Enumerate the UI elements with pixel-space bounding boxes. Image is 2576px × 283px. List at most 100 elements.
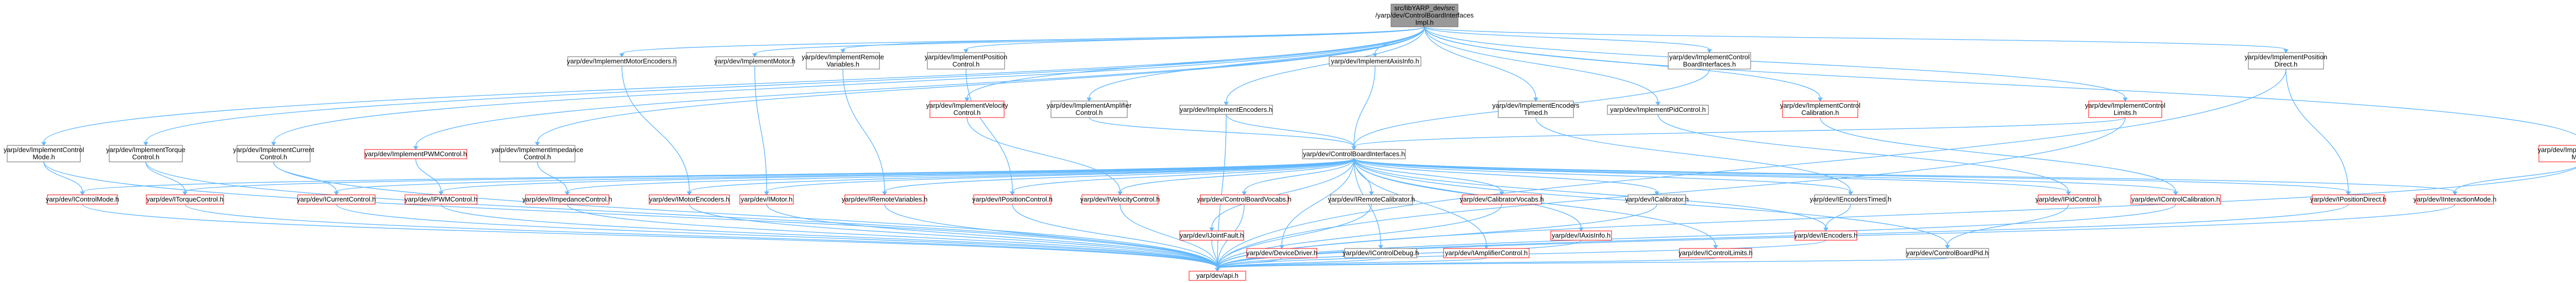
node-label-line: yarp/dev/ITorqueControl.h — [146, 195, 224, 203]
edge-arrowhead — [1351, 146, 1357, 150]
node-yarp-dev-implementpwmcontrol-h[interactable]: yarp/dev/ImplementPWMControl.h — [364, 149, 467, 159]
edge-n9-to-a9 — [965, 69, 1013, 192]
node-yarp-dev-icalibrator-h[interactable]: yarp/dev/ICalibrator.h — [1625, 194, 1689, 205]
node-yarp-dev-icontroldebug-h[interactable]: yarp/dev/IControlDebug.h — [1343, 248, 1419, 258]
node-yarp-dev-icontrollimits-h[interactable]: yarp/dev/IControlLimits.h — [1679, 248, 1753, 258]
edge-arrowhead — [764, 191, 769, 195]
edge-hub-to-a7 — [766, 158, 1354, 192]
node-box — [1550, 230, 1612, 241]
edge-root-to-n3 — [273, 26, 1425, 143]
node-box — [1906, 248, 1989, 258]
node-label-line: yarp/dev/ImplementEncoders.h — [1180, 106, 1273, 113]
node-box — [1189, 271, 1246, 281]
edge-a4-to-api — [440, 204, 1218, 269]
node-label-line: Direct.h — [2275, 60, 2298, 68]
node-yarp-dev-devicedriver-h[interactable]: yarp/dev/DeviceDriver.h — [1246, 248, 1317, 258]
node-yarp-dev-implementinteractionmode-h[interactable]: yarp/dev/ImplementInteractionMode.h — [2538, 145, 2576, 162]
node-yarp-dev-controlboardpid-h[interactable]: yarp/dev/ControlBoardPid.h — [1906, 248, 1989, 258]
edge-arrowhead — [1655, 102, 1660, 106]
node-yarp-dev-iencoderstimed-h[interactable]: yarp/dev/IEncodersTimed.h — [1810, 194, 1891, 205]
edge-n4-to-a4 — [415, 158, 442, 192]
graph-edges — [41, 26, 2576, 272]
node-yarp-dev-implementcontrolboardinterfaces-h[interactable]: yarp/dev/ImplementControlBoardInterfaces… — [1668, 52, 1751, 70]
edge-b3-to-api — [1217, 257, 1381, 269]
graph-nodes: src/libYARP_dev/src/yarp/dev/ControlBoar… — [4, 4, 2576, 281]
edge-a2-to-api — [184, 204, 1218, 269]
node-box — [499, 145, 575, 162]
node-box — [1330, 194, 1413, 205]
node-yarp-dev-iremotevariables-h[interactable]: yarp/dev/IRemoteVariables.h — [842, 194, 928, 205]
node-label-line: yarp/dev/ControlBoardInterfaces.h — [1303, 150, 1405, 158]
node-yarp-dev-ijointfault-h[interactable]: yarp/dev/IJointFault.h — [1179, 230, 1244, 241]
node-yarp-dev-calibratorvocabs-h[interactable]: yarp/dev/CalibratorVocabs.h — [1460, 194, 1544, 205]
node-yarp-dev-imotor-h[interactable]: yarp/dev/IMotor.h — [739, 194, 794, 205]
node-box — [525, 194, 609, 205]
node-yarp-dev-implementpidcontrol-h[interactable]: yarp/dev/ImplementPidControl.h — [1607, 105, 1709, 115]
node-box — [2416, 194, 2494, 205]
node-yarp-dev-imotorencoders-h[interactable]: yarp/dev/IMotorEncoders.h — [649, 194, 730, 205]
edge-hub-to-a2 — [184, 158, 1354, 192]
node-label-line: yarp/dev/IInteractionMode.h — [2413, 195, 2496, 203]
edge-root-to-n2 — [145, 26, 1425, 143]
edge-hub-to-a3 — [336, 158, 1354, 192]
node-yarp-dev-api-h[interactable]: yarp/dev/api.h — [1189, 271, 1246, 281]
edge-arrowhead — [1818, 97, 1823, 102]
node-yarp-dev-icontrolcalibration-h[interactable]: yarp/dev/IControlCalibration.h — [2130, 194, 2221, 205]
node-yarp-dev-itorquecontrol-h[interactable]: yarp/dev/ITorqueControl.h — [146, 194, 224, 205]
node-box — [2038, 194, 2099, 205]
node-yarp-dev-iamplifiercontrol-h[interactable]: yarp/dev/IAmplifierControl.h — [1443, 248, 1530, 258]
node-yarp-dev-iaxisinfo-h[interactable]: yarp/dev/IAxisInfo.h — [1550, 230, 1612, 241]
node-box — [649, 194, 730, 205]
node-yarp-dev-icontrolmode-h[interactable]: yarp/dev/IControlMode.h — [46, 194, 119, 205]
edge-arrowhead — [1848, 191, 1853, 195]
node-yarp-dev-iinteractionmode-h[interactable]: yarp/dev/IInteractionMode.h — [2413, 194, 2497, 205]
node-box — [236, 145, 311, 162]
node-label-line: yarp/dev/IEncoders.h — [1794, 231, 1858, 239]
edge-arrowhead — [1087, 97, 1092, 102]
node-yarp-dev-ipwmcontrol-h[interactable]: yarp/dev/IPWMControl.h — [404, 194, 478, 205]
edge-n18-to-hub — [1353, 117, 2126, 147]
node-yarp-dev-ipositioncontrol-h[interactable]: yarp/dev/IPositionControl.h — [972, 194, 1053, 205]
edge-arrowhead — [1713, 245, 1718, 249]
node-label-line: Control.h — [1076, 109, 1103, 116]
node-yarp-dev-ivelocitycontrol-h[interactable]: yarp/dev/IVelocityControl.h — [1080, 194, 1160, 205]
node-yarp-dev-controlboardvocabs-h[interactable]: yarp/dev/ControlBoardVocabs.h — [1197, 194, 1292, 205]
node-label-line: yarp/dev/ImplementEncoders — [1492, 102, 1580, 109]
node-yarp-dev-controlboardinterfaces-h[interactable]: yarp/dev/ControlBoardInterfaces.h — [1302, 149, 1406, 159]
node-label-line: yarp/dev/ImplementRemote — [802, 53, 884, 61]
node-yarp-dev-icurrentcontrol-h[interactable]: yarp/dev/ICurrentControl.h — [297, 194, 376, 205]
node-label-line: yarp/dev/ImplementPidControl.h — [1610, 106, 1706, 113]
node-yarp-dev-implementmotorencoders-h[interactable]: yarp/dev/ImplementMotorEncoders.h — [567, 56, 677, 66]
node-label-line: yarp/dev/IPositionControl.h — [972, 195, 1053, 203]
node-yarp-dev-iimpedancecontrol-h[interactable]: yarp/dev/IImpedanceControl.h — [522, 194, 612, 205]
edge-hub-to-a8 — [884, 158, 1354, 192]
edge-arrowhead — [1707, 49, 1712, 53]
node-box — [739, 194, 794, 205]
node-label-line: yarp/dev/IAxisInfo.h — [1552, 231, 1611, 239]
edge-root-to-n20 — [1424, 26, 2576, 136]
node-yarp-dev-ipidcontrol-h[interactable]: yarp/dev/IPidControl.h — [2036, 194, 2102, 205]
node-yarp-dev-implementmotor-h[interactable]: yarp/dev/ImplementMotor.h — [714, 56, 795, 66]
node-box — [2088, 101, 2162, 118]
edge-arrowhead — [143, 142, 148, 146]
node-box — [7, 145, 81, 162]
edge-root-to-n16 — [1424, 26, 1658, 103]
node-yarp-dev-iremotecalibrator-h[interactable]: yarp/dev/IRemoteCalibrator.h — [1328, 194, 1415, 205]
node-yarp-dev-implementaxisinfo-h[interactable]: yarp/dev/ImplementAxisInfo.h — [1329, 56, 1421, 66]
node-yarp-dev-ipositiondirect-h[interactable]: yarp/dev/IPositionDirect.h — [2310, 194, 2386, 205]
edge-arrowhead — [619, 53, 624, 57]
node-yarp-dev-implementencoders-h[interactable]: yarp/dev/ImplementEncoders.h — [1179, 105, 1273, 115]
node-yarp-dev-iencoders-h[interactable]: yarp/dev/IEncoders.h — [1794, 230, 1858, 241]
